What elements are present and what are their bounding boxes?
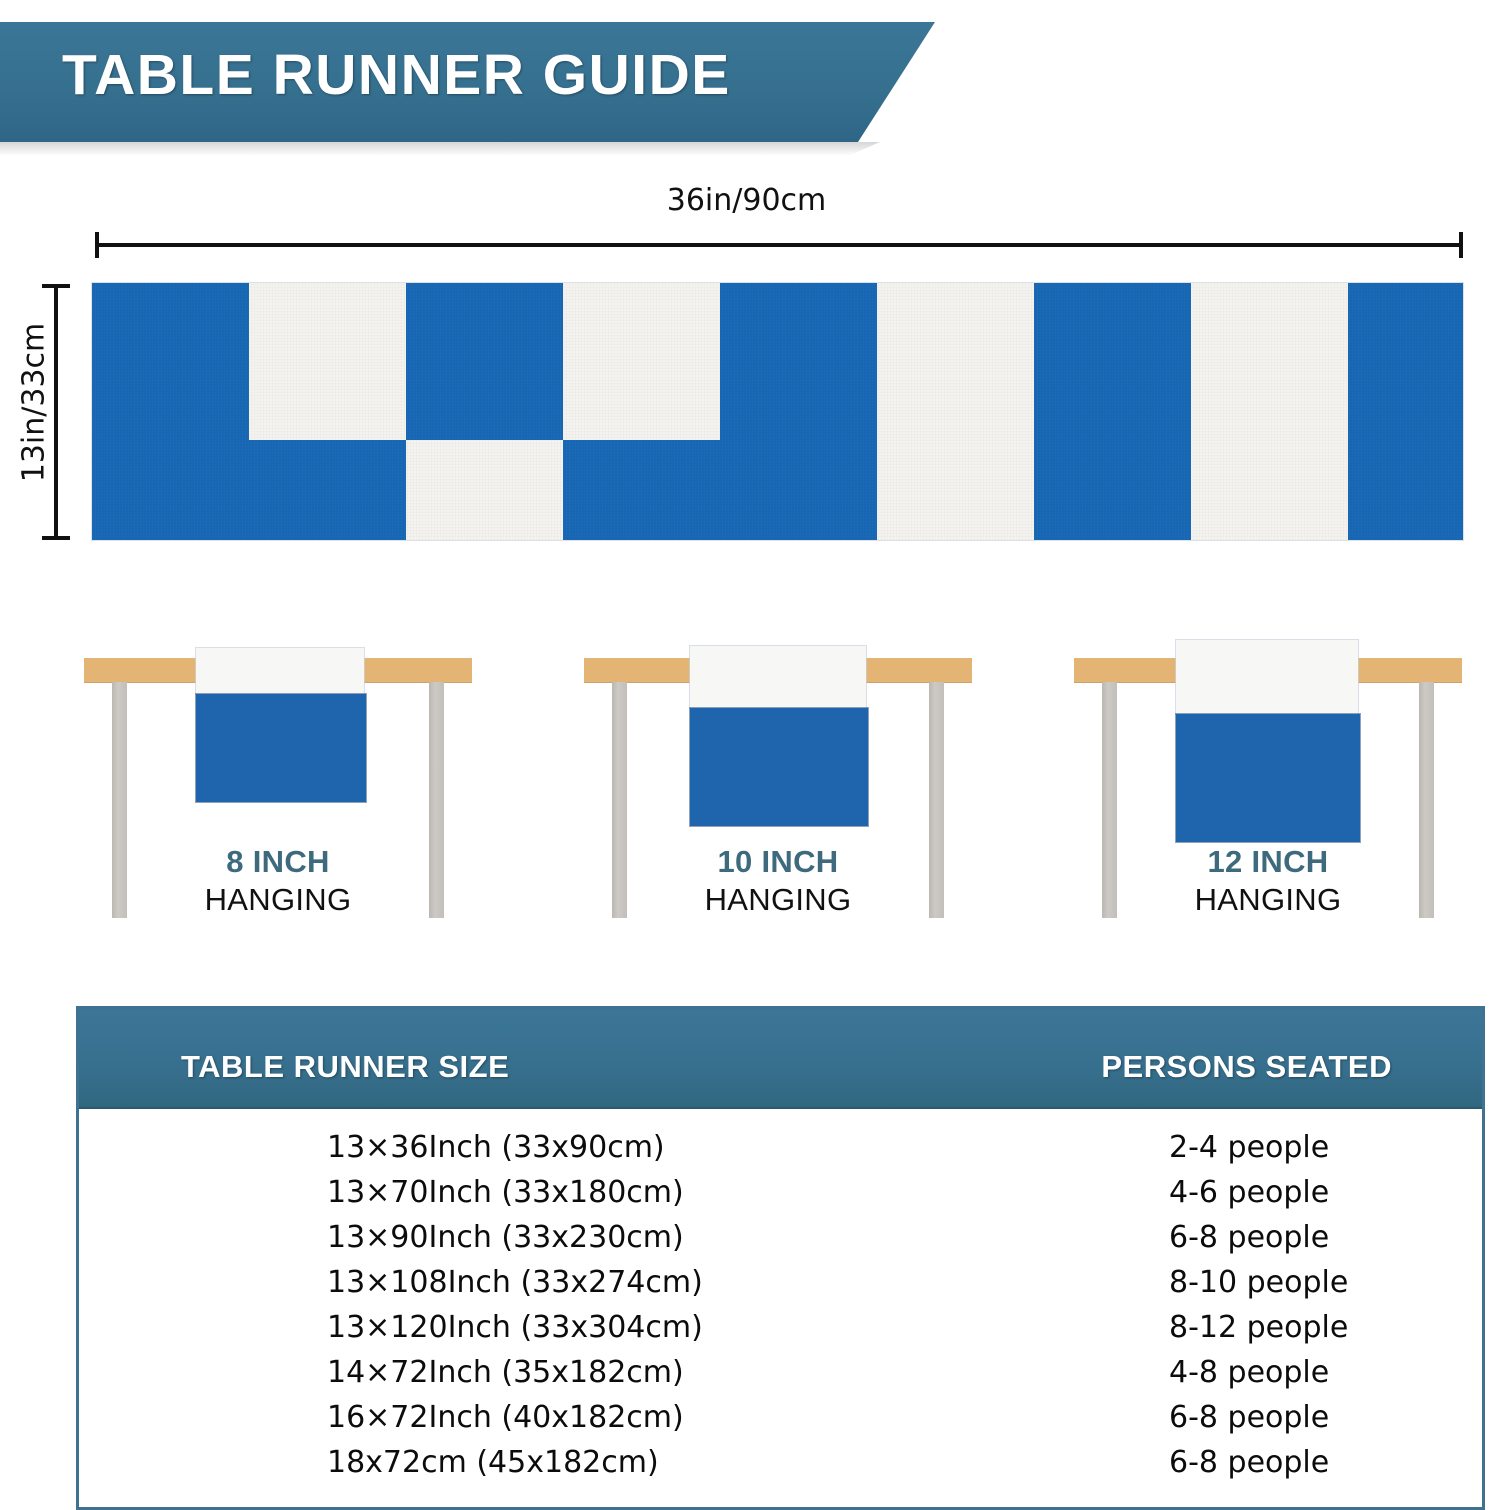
height-arrow-bar xyxy=(54,284,58,540)
runner-height-label: 13in/33cm xyxy=(16,322,52,483)
cell-persons-seated: 6-8 people xyxy=(1169,1445,1330,1480)
table-row: 16×72Inch (40x182cm) 6-8 people xyxy=(79,1395,1482,1440)
runner-cloth-white xyxy=(1176,640,1358,714)
cell-runner-size: 13×108Inch (33x274cm) xyxy=(327,1265,703,1300)
table-row: 13×120Inch (33x304cm) 8-12 people xyxy=(79,1305,1482,1350)
cell-persons-seated: 4-8 people xyxy=(1169,1355,1330,1390)
table-leg-right xyxy=(929,682,944,918)
runner-tile xyxy=(249,440,406,540)
table-row: 13×90Inch (33x230cm) 6-8 people xyxy=(79,1215,1482,1260)
table-row: 13×70Inch (33x180cm) 4-6 people xyxy=(79,1170,1482,1215)
cell-runner-size: 13×90Inch (33x230cm) xyxy=(327,1220,684,1255)
width-arrow-bar xyxy=(95,243,1463,247)
header-banner-shadow xyxy=(0,142,880,156)
cell-runner-size: 13×120Inch (33x304cm) xyxy=(327,1310,703,1345)
runner-cloth-white xyxy=(196,648,364,694)
cell-persons-seated: 6-8 people xyxy=(1169,1220,1330,1255)
hanging-figure-12-inch: 12 INCH HANGING xyxy=(1068,620,1468,940)
cell-persons-seated: 8-10 people xyxy=(1169,1265,1349,1300)
runner-cloth-blue xyxy=(1176,714,1360,842)
width-arrow-right-cap xyxy=(1459,232,1463,258)
runner-cloth-blue xyxy=(196,694,366,802)
cell-runner-size: 16×72Inch (40x182cm) xyxy=(327,1400,684,1435)
runner-tile xyxy=(92,283,249,440)
runner-height-dimension-arrow xyxy=(42,284,70,540)
cell-runner-size: 18x72cm (45x182cm) xyxy=(327,1445,659,1480)
size-table-body: 13×36Inch (33x90cm) 2-4 people 13×70Inch… xyxy=(79,1109,1482,1507)
cell-persons-seated: 4-6 people xyxy=(1169,1175,1330,1210)
hanging-figure-hanging-label: HANGING xyxy=(1194,882,1342,917)
tabletop-left xyxy=(584,658,700,683)
size-table-header-row: TABLE RUNNER SIZE PERSONS SEATED xyxy=(79,1009,1482,1109)
cell-persons-seated: 2-4 people xyxy=(1169,1130,1330,1165)
table-row: 18x72cm (45x182cm) 6-8 people xyxy=(79,1440,1482,1485)
header-banner xyxy=(0,22,935,142)
runner-cloth-white xyxy=(690,646,866,708)
cell-runner-size: 13×36Inch (33x90cm) xyxy=(327,1130,665,1165)
hanging-figure-hanging-label: HANGING xyxy=(704,882,852,917)
tabletop-left xyxy=(84,658,200,683)
runner-tile xyxy=(563,440,877,540)
column-header-persons-seated: PERSONS SEATED xyxy=(1101,1049,1392,1084)
height-arrow-bottom-cap xyxy=(42,536,70,540)
tabletop-right xyxy=(356,658,472,683)
cell-persons-seated: 8-12 people xyxy=(1169,1310,1349,1345)
tabletop-right xyxy=(1346,658,1462,683)
hanging-figure-hanging-label: HANGING xyxy=(204,882,352,917)
cell-runner-size: 13×70Inch (33x180cm) xyxy=(327,1175,684,1210)
hanging-figure-inch-label: 10 INCH xyxy=(717,844,839,879)
table-leg-left xyxy=(112,682,127,918)
page-title: TABLE RUNNER GUIDE xyxy=(62,43,731,107)
hanging-figure-10-inch: 10 INCH HANGING xyxy=(578,620,978,940)
table-leg-left xyxy=(612,682,627,918)
runner-tile xyxy=(1348,283,1463,540)
runner-tile xyxy=(720,283,877,440)
runner-width-dimension-arrow xyxy=(95,232,1463,258)
runner-tile xyxy=(1034,283,1191,540)
runner-cloth-blue xyxy=(690,708,868,826)
runner-tile xyxy=(406,283,563,440)
table-row: 13×36Inch (33x90cm) 2-4 people xyxy=(79,1125,1482,1170)
size-table: TABLE RUNNER SIZE PERSONS SEATED 13×36In… xyxy=(76,1006,1485,1510)
hanging-figure-inch-label: 8 INCH xyxy=(226,844,330,879)
table-leg-right xyxy=(429,682,444,918)
table-leg-right xyxy=(1419,682,1434,918)
cell-persons-seated: 6-8 people xyxy=(1169,1400,1330,1435)
column-header-table-runner-size: TABLE RUNNER SIZE xyxy=(181,1049,510,1084)
hanging-figure-8-inch: 8 INCH HANGING xyxy=(78,620,478,940)
table-row: 13×108Inch (33x274cm) 8-10 people xyxy=(79,1260,1482,1305)
cell-runner-size: 14×72Inch (35x182cm) xyxy=(327,1355,684,1390)
hanging-figure-inch-label: 12 INCH xyxy=(1207,844,1329,879)
table-runner-swatch xyxy=(92,283,1463,540)
runner-width-label: 36in/90cm xyxy=(666,183,827,218)
tabletop-right xyxy=(856,658,972,683)
table-row: 14×72Inch (35x182cm) 4-8 people xyxy=(79,1350,1482,1395)
table-leg-left xyxy=(1102,682,1117,918)
tabletop-left xyxy=(1074,658,1190,683)
